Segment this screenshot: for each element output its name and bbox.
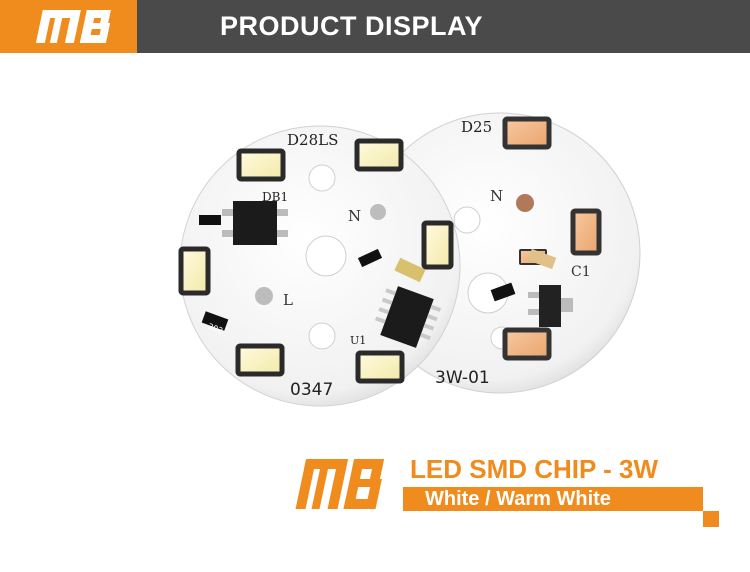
caption-bar xyxy=(403,487,703,511)
brand-logo-icon xyxy=(35,10,111,43)
board-right-model: D25 xyxy=(461,118,492,136)
led-board-white: D28LS 0347 DB1 N L U1 202 xyxy=(178,125,461,407)
header-bar: PRODUCT DISPLAY xyxy=(0,0,750,53)
label-n-left: N xyxy=(348,207,361,225)
label-db1: DB1 xyxy=(262,190,288,204)
label-u1: U1 xyxy=(350,334,366,347)
board-right-code: 3W-01 xyxy=(435,368,490,388)
caption-logo xyxy=(295,455,395,513)
caption-color-options: White / Warm White xyxy=(425,488,611,510)
caption-product-name: LED SMD CHIP - 3W xyxy=(410,454,658,484)
header-logo xyxy=(0,0,137,53)
page-title: PRODUCT DISPLAY xyxy=(220,11,484,41)
brand-logo-icon xyxy=(295,459,385,509)
svg-text:N: N xyxy=(490,187,503,205)
caption-corner-accent xyxy=(703,511,719,527)
label-l: L xyxy=(283,291,293,309)
board-left-model: D28LS xyxy=(287,131,338,149)
board-left-code: 0347 xyxy=(290,380,333,400)
product-photo: D25 3W-01 N C1 xyxy=(0,53,750,433)
svg-text:C1: C1 xyxy=(571,264,591,280)
